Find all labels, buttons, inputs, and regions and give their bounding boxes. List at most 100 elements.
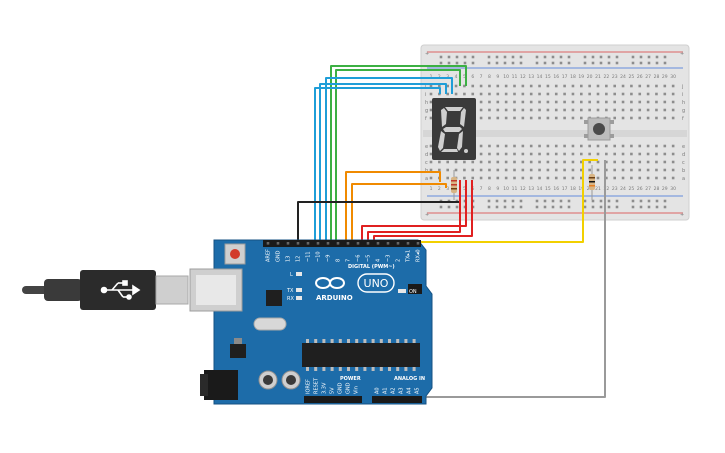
breadboard-hole[interactable]	[638, 152, 642, 156]
breadboard-hole[interactable]	[554, 92, 558, 96]
breadboard-hole[interactable]	[488, 116, 491, 120]
breadboard-hole[interactable]	[671, 108, 675, 112]
wire-red[interactable]	[361, 180, 467, 242]
wire-orange[interactable]	[351, 183, 447, 242]
breadboard-hole[interactable]	[563, 84, 566, 88]
breadboard-hole[interactable]	[488, 176, 491, 180]
breadboard-hole[interactable]	[471, 84, 475, 88]
breadboard-hole[interactable]	[471, 92, 475, 96]
breadboard-hole[interactable]	[563, 160, 566, 164]
breadboard-hole[interactable]	[504, 100, 508, 104]
rail-hole[interactable]	[631, 61, 635, 65]
breadboard-hole[interactable]	[663, 144, 667, 148]
rail-hole[interactable]	[519, 61, 523, 65]
breadboard-hole[interactable]	[513, 92, 516, 96]
rail-hole[interactable]	[503, 205, 507, 209]
reset-button[interactable]	[230, 249, 240, 259]
breadboard-hole[interactable]	[546, 152, 550, 156]
breadboard-hole[interactable]	[646, 176, 650, 180]
breadboard-hole[interactable]	[605, 108, 608, 112]
breadboard-hole[interactable]	[605, 84, 608, 88]
breadboard-hole[interactable]	[571, 84, 575, 88]
breadboard-hole[interactable]	[538, 108, 541, 112]
breadboard-hole[interactable]	[496, 100, 500, 104]
breadboard-hole[interactable]	[554, 108, 558, 112]
breadboard-hole[interactable]	[438, 168, 441, 172]
breadboard-hole[interactable]	[613, 176, 616, 180]
breadboard-hole[interactable]	[429, 92, 433, 96]
header-pin[interactable]	[336, 242, 340, 245]
breadboard-hole[interactable]	[529, 176, 533, 180]
rail-hole[interactable]	[447, 55, 451, 59]
rail-hole[interactable]	[655, 199, 659, 203]
breadboard-hole[interactable]	[638, 108, 642, 112]
breadboard-hole[interactable]	[529, 160, 533, 164]
rail-hole[interactable]	[551, 199, 555, 203]
rail-hole[interactable]	[503, 199, 507, 203]
breadboard-hole[interactable]	[655, 144, 658, 148]
breadboard-hole[interactable]	[638, 84, 642, 88]
breadboard-hole[interactable]	[605, 92, 608, 96]
breadboard-hole[interactable]	[571, 176, 575, 180]
breadboard-hole[interactable]	[529, 84, 533, 88]
header-pin[interactable]	[276, 242, 280, 245]
breadboard-hole[interactable]	[580, 92, 583, 96]
breadboard-hole[interactable]	[496, 176, 500, 180]
header-pin[interactable]	[296, 242, 300, 245]
breadboard-hole[interactable]	[488, 108, 491, 112]
breadboard-hole[interactable]	[580, 168, 583, 172]
breadboard-hole[interactable]	[504, 176, 508, 180]
rail-hole[interactable]	[471, 55, 475, 59]
breadboard-hole[interactable]	[663, 84, 667, 88]
breadboard-hole[interactable]	[446, 176, 449, 180]
breadboard-hole[interactable]	[596, 100, 600, 104]
rail-hole[interactable]	[495, 199, 499, 203]
rail-hole[interactable]	[511, 205, 515, 209]
rail-hole[interactable]	[551, 61, 555, 65]
rail-hole[interactable]	[503, 61, 507, 65]
rail-hole[interactable]	[663, 55, 667, 59]
breadboard-hole[interactable]	[504, 160, 508, 164]
seven-segment-display[interactable]: 8.	[432, 98, 476, 171]
breadboard-hole[interactable]	[571, 144, 575, 148]
resistor-button[interactable]	[589, 165, 595, 200]
breadboard-hole[interactable]	[638, 176, 642, 180]
breadboard-hole[interactable]	[429, 168, 433, 172]
breadboard-hole[interactable]	[529, 144, 533, 148]
breadboard-hole[interactable]	[488, 152, 491, 156]
rail-hole[interactable]	[663, 61, 667, 65]
breadboard-hole[interactable]	[471, 176, 475, 180]
breadboard-hole[interactable]	[563, 100, 566, 104]
breadboard-hole[interactable]	[605, 160, 608, 164]
breadboard-hole[interactable]	[588, 92, 591, 96]
rail-hole[interactable]	[639, 61, 643, 65]
breadboard-hole[interactable]	[563, 116, 566, 120]
wire-grey[interactable]	[425, 160, 606, 398]
rail-hole[interactable]	[583, 55, 587, 59]
breadboard-hole[interactable]	[605, 100, 608, 104]
breadboard-hole[interactable]	[488, 100, 491, 104]
breadboard-hole[interactable]	[513, 176, 516, 180]
rail-hole[interactable]	[599, 61, 603, 65]
breadboard-hole[interactable]	[454, 84, 458, 88]
breadboard-hole[interactable]	[488, 160, 491, 164]
wire-red[interactable]	[367, 180, 461, 242]
rail-hole[interactable]	[455, 61, 459, 65]
rail-hole[interactable]	[487, 199, 491, 203]
breadboard-hole[interactable]	[513, 116, 516, 120]
rail-hole[interactable]	[615, 55, 619, 59]
breadboard-hole[interactable]	[496, 108, 500, 112]
breadboard-hole[interactable]	[529, 116, 533, 120]
breadboard-hole[interactable]	[621, 92, 625, 96]
breadboard-hole[interactable]	[621, 152, 625, 156]
breadboard-hole[interactable]	[471, 168, 475, 172]
breadboard-hole[interactable]	[429, 152, 433, 156]
breadboard-hole[interactable]	[663, 116, 667, 120]
rail-hole[interactable]	[519, 55, 523, 59]
breadboard-hole[interactable]	[479, 100, 483, 104]
rail-hole[interactable]	[631, 205, 635, 209]
header-pin[interactable]	[356, 242, 360, 245]
breadboard-hole[interactable]	[605, 152, 608, 156]
breadboard-hole[interactable]	[438, 84, 441, 88]
breadboard-hole[interactable]	[513, 144, 516, 148]
